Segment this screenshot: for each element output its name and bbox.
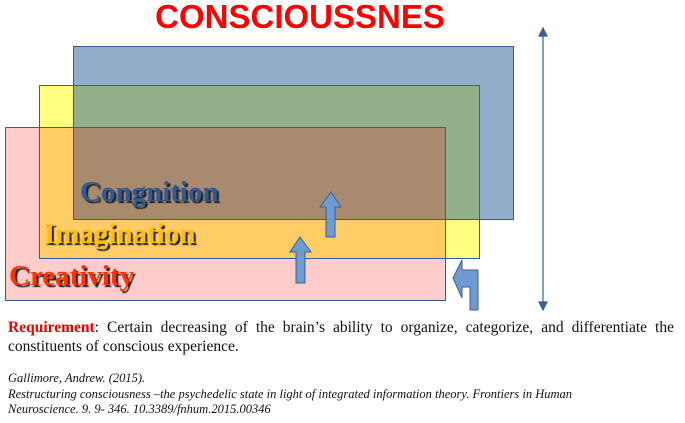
up-arrow-icon — [289, 236, 312, 284]
label-imagination: Imagination — [44, 218, 196, 250]
citation: Gallimore, Andrew. (2015). Restructuring… — [8, 371, 628, 418]
cognition-outline — [73, 46, 514, 220]
vertical-double-arrow-icon — [538, 26, 548, 312]
creativity-outline — [5, 127, 446, 301]
citation-reference: Restructuring consciousness –the psyched… — [8, 386, 573, 417]
turn-arrow-icon — [452, 259, 479, 311]
requirement-keyword: Requirement — [8, 319, 95, 336]
citation-author: Gallimore, Andrew. (2015). — [8, 371, 146, 385]
diagram-title: CONSCIOUSSNES — [155, 0, 445, 35]
up-arrow-icon — [319, 191, 342, 238]
requirement-text: Requirement: Certain decreasing of the b… — [8, 318, 674, 356]
requirement-body: : Certain decreasing of the brain’s abil… — [8, 319, 674, 355]
overlap-all — [73, 127, 445, 219]
label-cognition: Congnition — [80, 176, 219, 208]
imagination-outline — [39, 85, 480, 259]
label-creativity: Creativity — [9, 260, 135, 292]
